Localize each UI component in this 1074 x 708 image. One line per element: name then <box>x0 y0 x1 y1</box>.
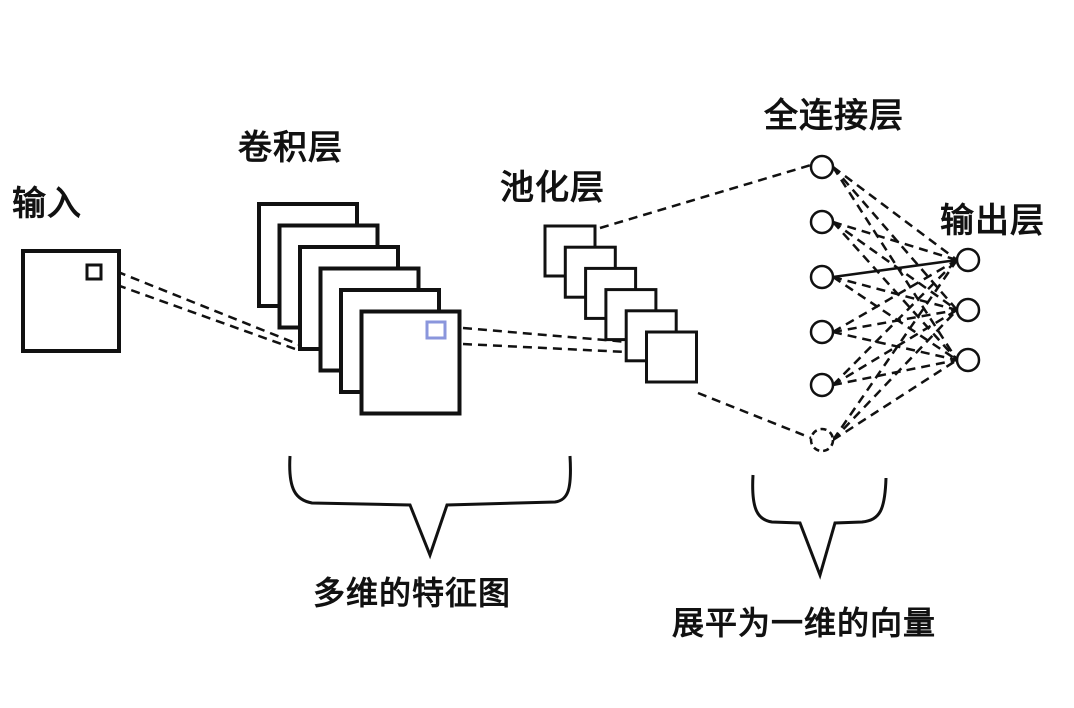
label-output-layer: 输出层 <box>940 201 1045 241</box>
conv-to-pool-line-bottom <box>462 342 627 354</box>
input-to-conv-line-bottom <box>102 278 299 352</box>
fc-to-output-connection <box>832 258 958 279</box>
fc-to-output-connection <box>832 258 958 334</box>
fc-to-output-connection <box>832 166 958 311</box>
fc-to-output-connection <box>832 275 958 312</box>
output-node <box>955 247 981 273</box>
fc-to-output-connection <box>832 275 958 362</box>
fc-to-output-connection <box>832 221 958 361</box>
label-input: 输入 <box>12 184 82 224</box>
fc-node <box>809 209 835 235</box>
fc-to-output-connection <box>832 358 958 387</box>
conv-feature-map <box>359 309 462 416</box>
fc-to-output-connection <box>831 259 959 441</box>
fc-node-dropped <box>809 427 835 453</box>
fc-node <box>809 264 835 290</box>
fc-to-output-connection <box>832 358 958 442</box>
fc-to-output-connection <box>832 330 958 362</box>
brace-flatten-vector <box>751 474 888 580</box>
pool-to-fc-line-top <box>599 163 812 230</box>
pool-to-fc-line-bottom <box>697 391 812 440</box>
fc-node <box>809 372 835 398</box>
label-fc-layer: 全连接层 <box>764 96 904 136</box>
fc-node <box>809 154 835 180</box>
label-flatten-vector: 展平为一维的向量 <box>672 604 937 642</box>
pool-feature-map <box>645 330 698 384</box>
fc-node <box>809 319 835 345</box>
fc-to-output-connection <box>832 166 958 261</box>
label-feature-maps: 多维的特征图 <box>313 574 512 612</box>
layer-shapes <box>21 154 981 580</box>
conv-kernel-window <box>425 320 447 340</box>
fc-to-output-connection <box>832 220 958 262</box>
input-kernel-window <box>85 263 103 281</box>
brace-feature-maps <box>288 455 572 560</box>
fc-to-output-connection <box>832 220 958 312</box>
fc-to-output-connection <box>831 166 959 361</box>
conv-to-pool-line-top <box>462 326 629 344</box>
fc-to-output-connection <box>832 308 958 387</box>
input-to-conv-line-top <box>102 264 301 347</box>
output-node <box>955 347 981 373</box>
label-conv-layer: 卷积层 <box>238 128 343 168</box>
output-node <box>955 297 981 323</box>
fc-to-output-connection <box>832 308 958 334</box>
input-image <box>21 249 121 353</box>
label-pool-layer: 池化层 <box>500 168 605 208</box>
connection-lines <box>102 163 959 442</box>
